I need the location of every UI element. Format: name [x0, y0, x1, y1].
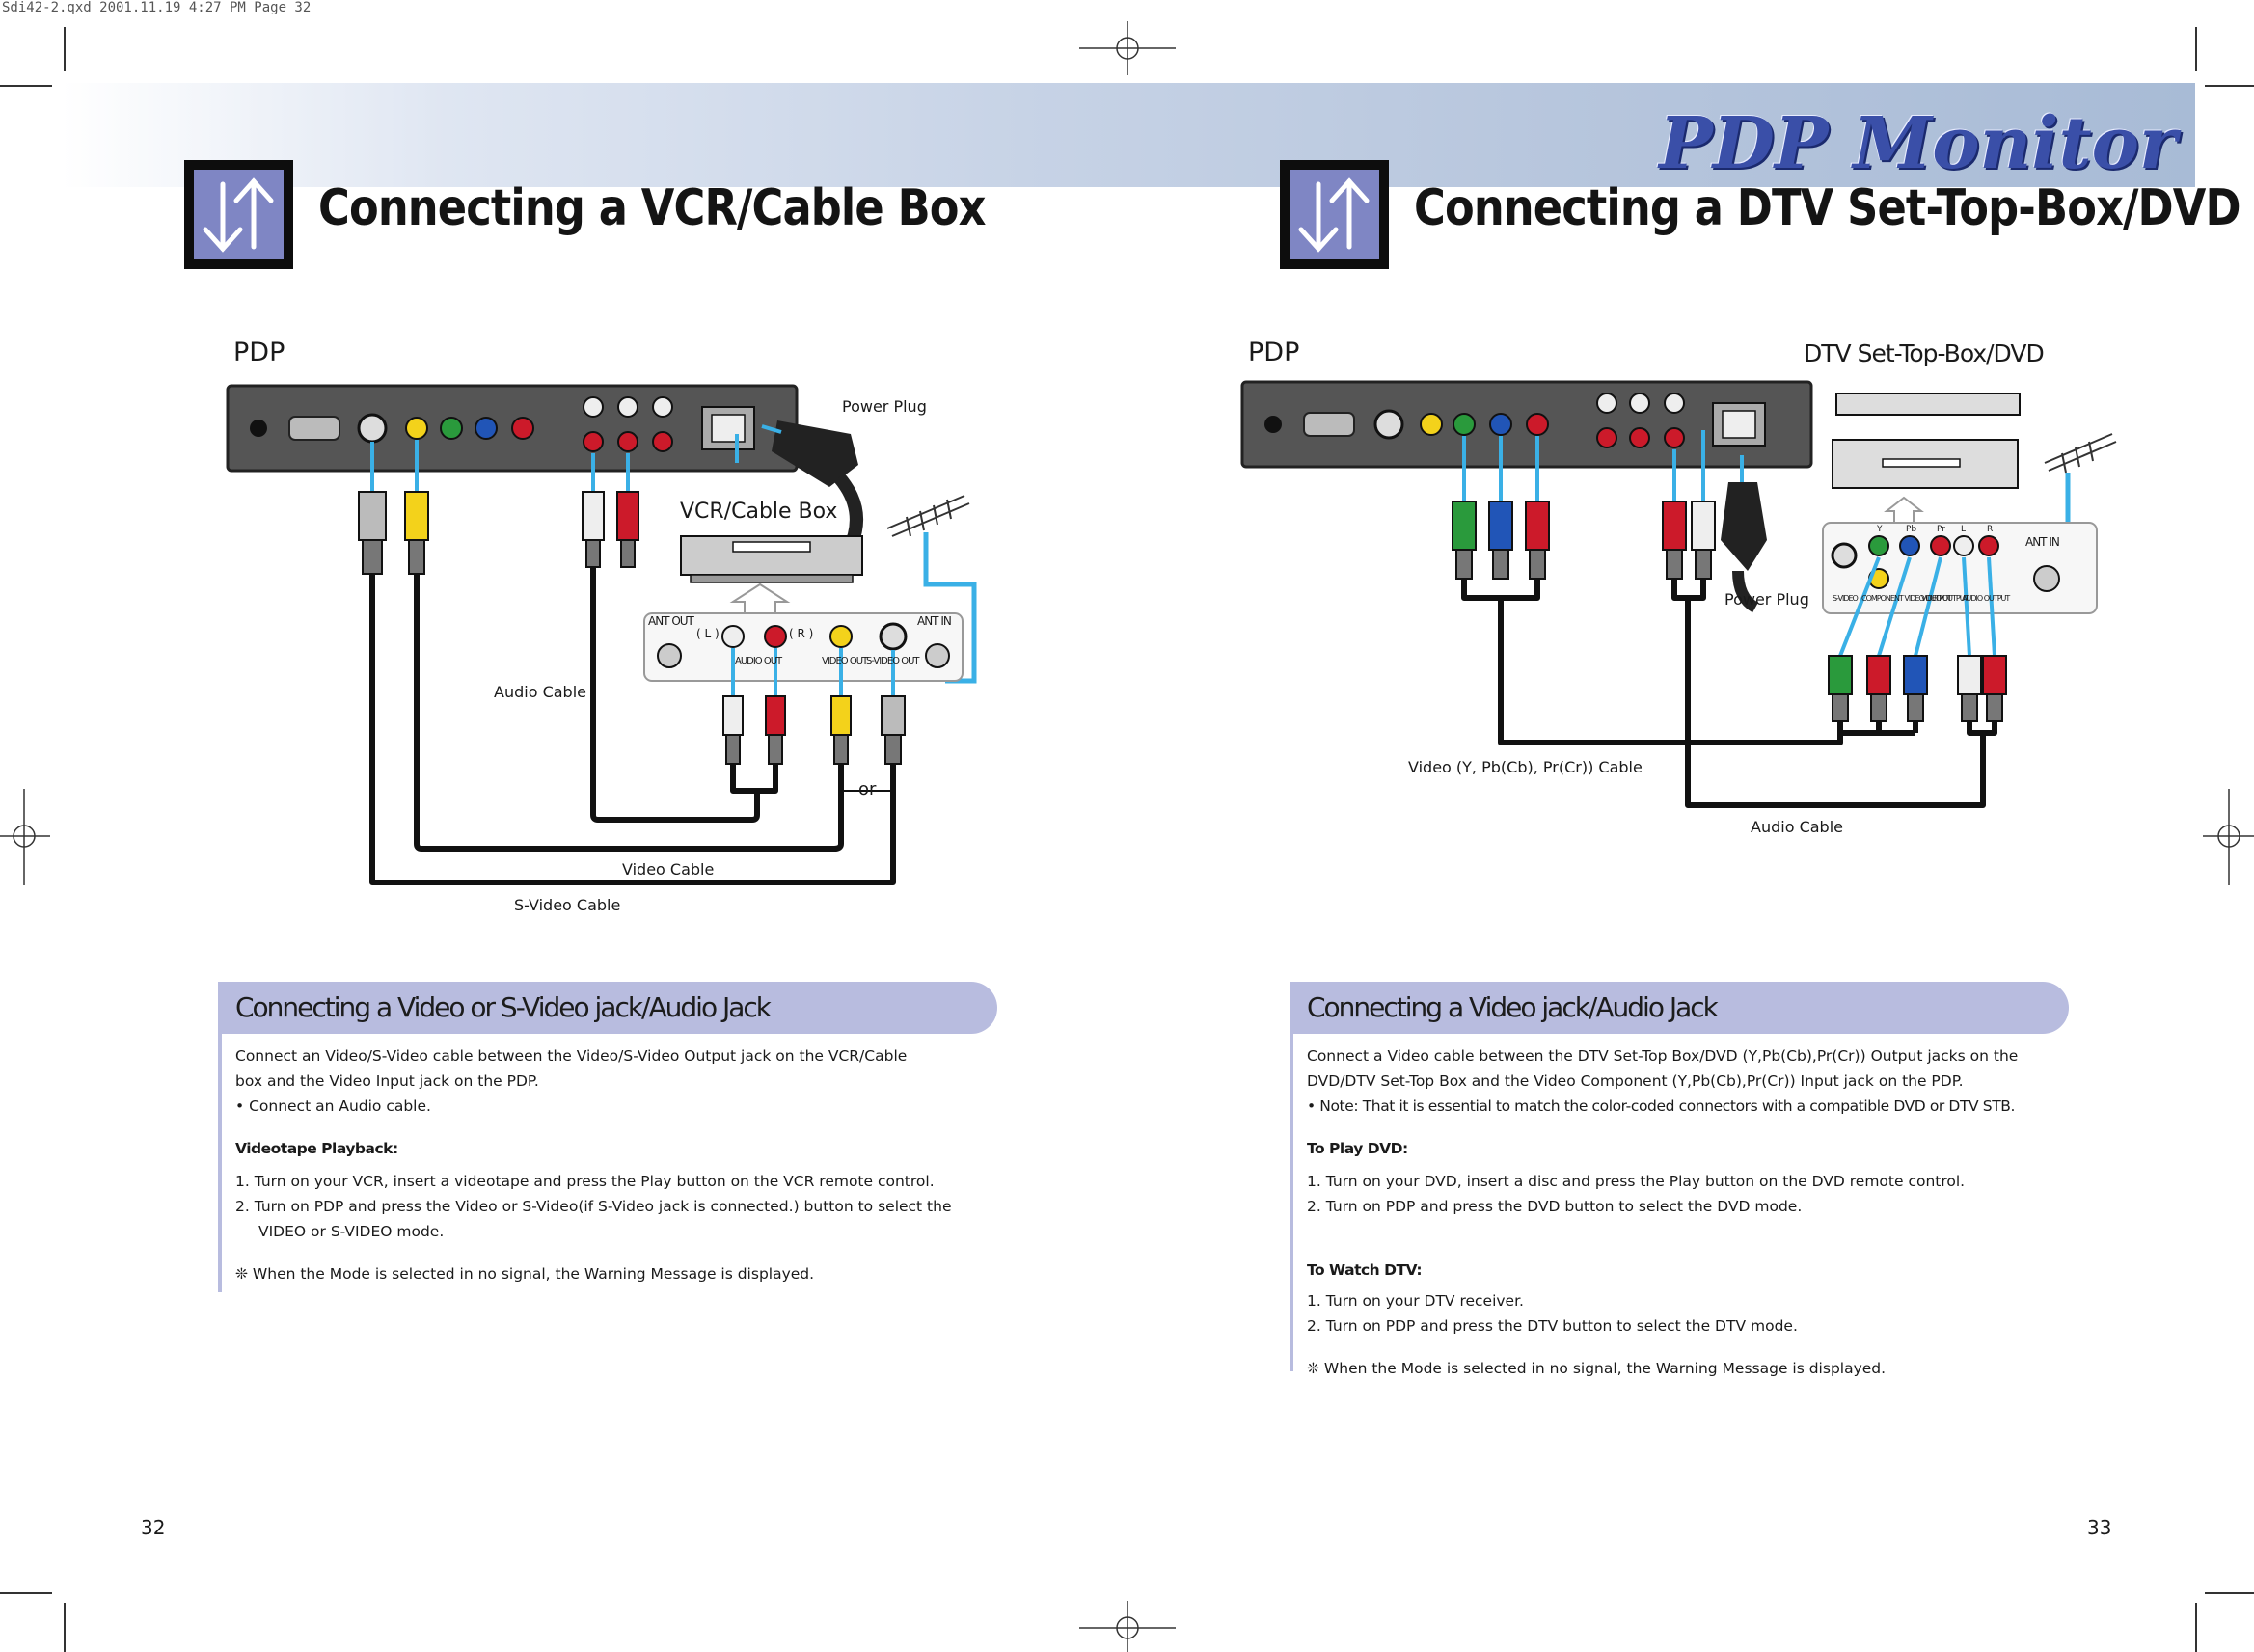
right-info-bar: [1290, 1034, 1293, 1371]
audio-out-label: AUDIO OUT: [735, 656, 782, 666]
right-info-heading: Connecting a Video jack/Audio Jack: [1290, 982, 2069, 1034]
video-cable-label: Video Cable: [622, 860, 715, 879]
power-plug-label-right: Power Plug: [1724, 590, 1809, 609]
stb-label: DTV Set-Top-Box/DVD: [1804, 339, 2045, 367]
left-info-bar: [218, 1034, 222, 1292]
audio-cable-label-right: Audio Cable: [1751, 818, 1843, 836]
jack-pb-label: Pb: [1906, 525, 1917, 534]
pdp-label: PDP: [233, 338, 285, 367]
ant-in-label-right: ANT IN: [2025, 535, 2060, 549]
audio-cable-label: Audio Cable: [494, 683, 586, 701]
stb-audio-output-label: AUDIO OUTPUT: [1962, 594, 2010, 603]
left-note: ❊ When the Mode is selected in no signal…: [235, 1265, 815, 1283]
right-subheading-dvd: To Play DVD:: [1307, 1140, 1408, 1157]
channel-r-label: ( R ): [789, 627, 814, 640]
connection-icon: [184, 160, 293, 269]
left-intro-line1: Connect an Video/S-Video cable between t…: [235, 1047, 908, 1065]
page-number-left: 32: [141, 1516, 166, 1539]
left-intro-line2: box and the Video Input jack on the PDP.: [235, 1072, 539, 1090]
left-subheading: Videotape Playback:: [235, 1140, 398, 1157]
right-subheading-dtv: To Watch DTV:: [1307, 1261, 1423, 1279]
video-out-label: VIDEO OUT: [822, 656, 868, 666]
jack-y-label: Y: [1877, 525, 1883, 534]
stb-component-label: COMPONENT VIDEO OUTPUT: [1861, 594, 1952, 603]
svideo-cable-label: S-Video Cable: [514, 896, 621, 914]
left-info-body: Connect an Video/S-Video cable between t…: [235, 1043, 1007, 1286]
brand-logo: PDP Monitor: [1659, 102, 2177, 185]
pdp-label-right: PDP: [1248, 338, 1300, 367]
channel-l-label: ( L ): [696, 627, 720, 640]
left-step1: 1. Turn on your VCR, insert a videotape …: [235, 1173, 935, 1190]
jack-l-label: L: [1961, 525, 1967, 534]
vcr-label: VCR/Cable Box: [680, 500, 838, 524]
page-number-right: 33: [2087, 1516, 2112, 1539]
left-bullet: • Connect an Audio cable.: [235, 1097, 431, 1115]
stb-svideo-label: S-VIDEO: [1833, 594, 1859, 603]
right-intro-line2: DVD/DTV Set-Top Box and the Video Compon…: [1307, 1072, 1964, 1090]
dtv-connection-diagram: [1240, 380, 2117, 808]
right-info-body: Connect a Video cable between the DTV Se…: [1307, 1043, 2078, 1381]
right-bullet: • Note: That it is essential to match th…: [1307, 1097, 2016, 1115]
jack-pr-label: Pr: [1937, 525, 1945, 534]
right-dvd-step1: 1. Turn on your DVD, insert a disc and p…: [1307, 1173, 1966, 1190]
right-note: ❊ When the Mode is selected in no signal…: [1307, 1360, 1887, 1377]
ant-in-label: ANT IN: [917, 614, 952, 628]
left-step2a: 2. Turn on PDP and press the Video or S-…: [235, 1198, 952, 1215]
left-info-heading: Connecting a Video or S-Video jack/Audio…: [218, 982, 997, 1034]
jack-r-label: R: [1987, 525, 1994, 534]
video-cable-label-right: Video (Y, Pb(Cb), Pr(Cr)) Cable: [1408, 758, 1643, 776]
power-plug-label: Power Plug: [842, 397, 927, 416]
right-dvd-step2: 2. Turn on PDP and press the DVD button …: [1307, 1198, 1803, 1215]
right-intro-line1: Connect a Video cable between the DTV Se…: [1307, 1047, 2019, 1065]
vcr-connection-diagram: [226, 384, 977, 885]
stb-video-output-label: VIDEO OUTPUT: [1921, 594, 1969, 603]
connection-icon-right: [1280, 160, 1389, 269]
ant-out-label: ANT OUT: [648, 614, 694, 628]
or-label: or: [858, 779, 877, 799]
right-dtv-step2: 2. Turn on PDP and press the DTV button …: [1307, 1317, 1798, 1335]
page-title: Connecting a VCR/Cable Box: [318, 179, 987, 237]
right-dtv-step1: 1. Turn on your DTV receiver.: [1307, 1292, 1524, 1310]
slug-line: Sdi42-2.qxd 2001.11.19 4:27 PM Page 32: [2, 0, 312, 15]
header-banner: [62, 83, 2195, 187]
page-title-right: Connecting a DTV Set-Top-Box/DVD: [1414, 179, 2241, 237]
left-step2b: VIDEO or S-VIDEO mode.: [258, 1223, 445, 1240]
svideo-out-label: S-VIDEO OUT: [866, 656, 920, 666]
